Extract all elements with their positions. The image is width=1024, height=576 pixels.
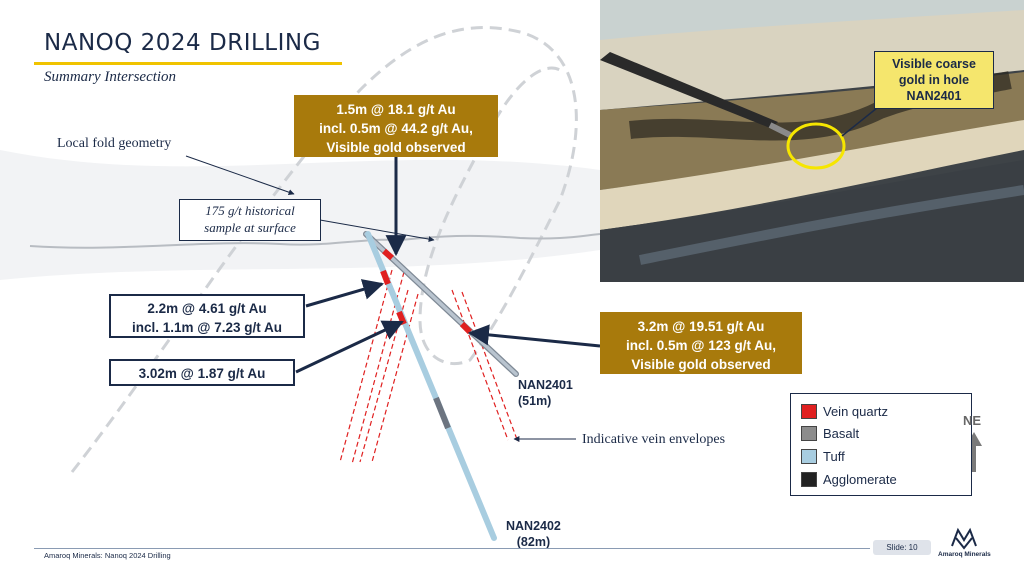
footer-text: Amaroq Minerals: Nanoq 2024 Drilling [44, 551, 171, 560]
intersection-top-line-1: 1.5m @ 18.1 g/t Au [336, 102, 456, 117]
arrow-historical [319, 219, 435, 243]
historical-line-2: sample at surface [204, 220, 296, 235]
callout-line-2: gold in hole [898, 73, 970, 87]
arrow-right [467, 324, 601, 348]
intersection-left-upper-line-2: incl. 1.1m @ 7.23 g/t Au [132, 320, 282, 335]
intersection-top-line-2: incl. 0.5m @ 44.2 g/t Au, [319, 121, 473, 136]
hole-nan2401-depth: (51m) [518, 394, 552, 408]
slide-number: Slide: 10 [873, 540, 931, 555]
footer-rule [34, 548, 870, 549]
intersection-left-upper-box: 2.2m @ 4.61 g/t Au incl. 1.1m @ 7.23 g/t… [109, 294, 305, 338]
arrow-left-lower [295, 320, 404, 374]
vein-envelopes [339, 269, 519, 465]
title-underline [34, 62, 342, 65]
page-title: NANOQ 2024 DRILLING [44, 30, 321, 56]
legend: Vein quartz Basalt Tuff Agglomerate [790, 393, 972, 496]
intersection-top-line-3: Visible gold observed [326, 140, 466, 155]
intersection-left-lower-line-1: 3.02m @ 1.87 g/t Au [138, 366, 266, 381]
page-subtitle: Summary Intersection [44, 69, 177, 85]
intersection-left-lower-box: 3.02m @ 1.87 g/t Au [109, 359, 295, 386]
arrow-left-upper [305, 279, 385, 308]
fold-geometry-label: Local fold geometry [57, 136, 172, 151]
hole-nan2402-depth: (82m) [516, 535, 551, 549]
legend-item-agglomerate: Agglomerate [801, 471, 897, 489]
hole-label-nan2402: NAN2402 (82m) [506, 518, 561, 550]
arrow-fold [185, 155, 295, 196]
historical-line-1: 175 g/t historical [205, 203, 295, 218]
legend-label: Vein quartz [823, 404, 889, 420]
intersection-left-upper-line-1: 2.2m @ 4.61 g/t Au [147, 301, 267, 316]
drillhole-nan2401 [363, 231, 519, 377]
legend-label: Basalt [823, 426, 860, 442]
legend-item-tuff: Tuff [801, 448, 845, 466]
legend-item-basalt: Basalt [801, 425, 859, 443]
north-arrow-label: NE [963, 413, 982, 428]
intersection-right-line-2: incl. 0.5m @ 123 g/t Au, [626, 338, 776, 353]
vein-envelopes-label: Indicative vein envelopes [582, 432, 726, 447]
hole-label-nan2401: NAN2401 (51m) [518, 377, 573, 409]
hole-nan2401-id: NAN2401 [518, 378, 573, 392]
intersection-right-line-3: Visible gold observed [631, 357, 771, 372]
intersection-right-line-1: 3.2m @ 19.51 g/t Au [637, 319, 765, 334]
legend-label: Agglomerate [823, 472, 897, 488]
hole-nan2402-id: NAN2402 [506, 519, 561, 533]
callout-line-1: Visible coarse [892, 57, 976, 71]
legend-swatch [801, 426, 817, 442]
legend-swatch [801, 404, 817, 420]
legend-swatch [801, 449, 817, 465]
amaroq-logo-mark [951, 527, 977, 550]
callout-line-3: NAN2401 [906, 89, 962, 103]
intersection-right-box: 3.2m @ 19.51 g/t Au incl. 0.5m @ 123 g/t… [600, 312, 802, 374]
visible-gold-callout: Visible coarse gold in hole NAN2401 [874, 51, 994, 109]
legend-label: Tuff [823, 449, 845, 465]
amaroq-logo-text: Amaroq Minerals [938, 551, 991, 558]
legend-item-vein-quartz: Vein quartz [801, 403, 888, 421]
intersection-top-box: 1.5m @ 18.1 g/t Au incl. 0.5m @ 44.2 g/t… [294, 95, 498, 157]
historical-sample-note: 175 g/t historical sample at surface [179, 199, 321, 241]
core-photo [600, 0, 1024, 282]
legend-swatch [801, 472, 817, 488]
drillhole-nan2402 [365, 231, 497, 541]
fold-geometry-line [70, 26, 578, 473]
